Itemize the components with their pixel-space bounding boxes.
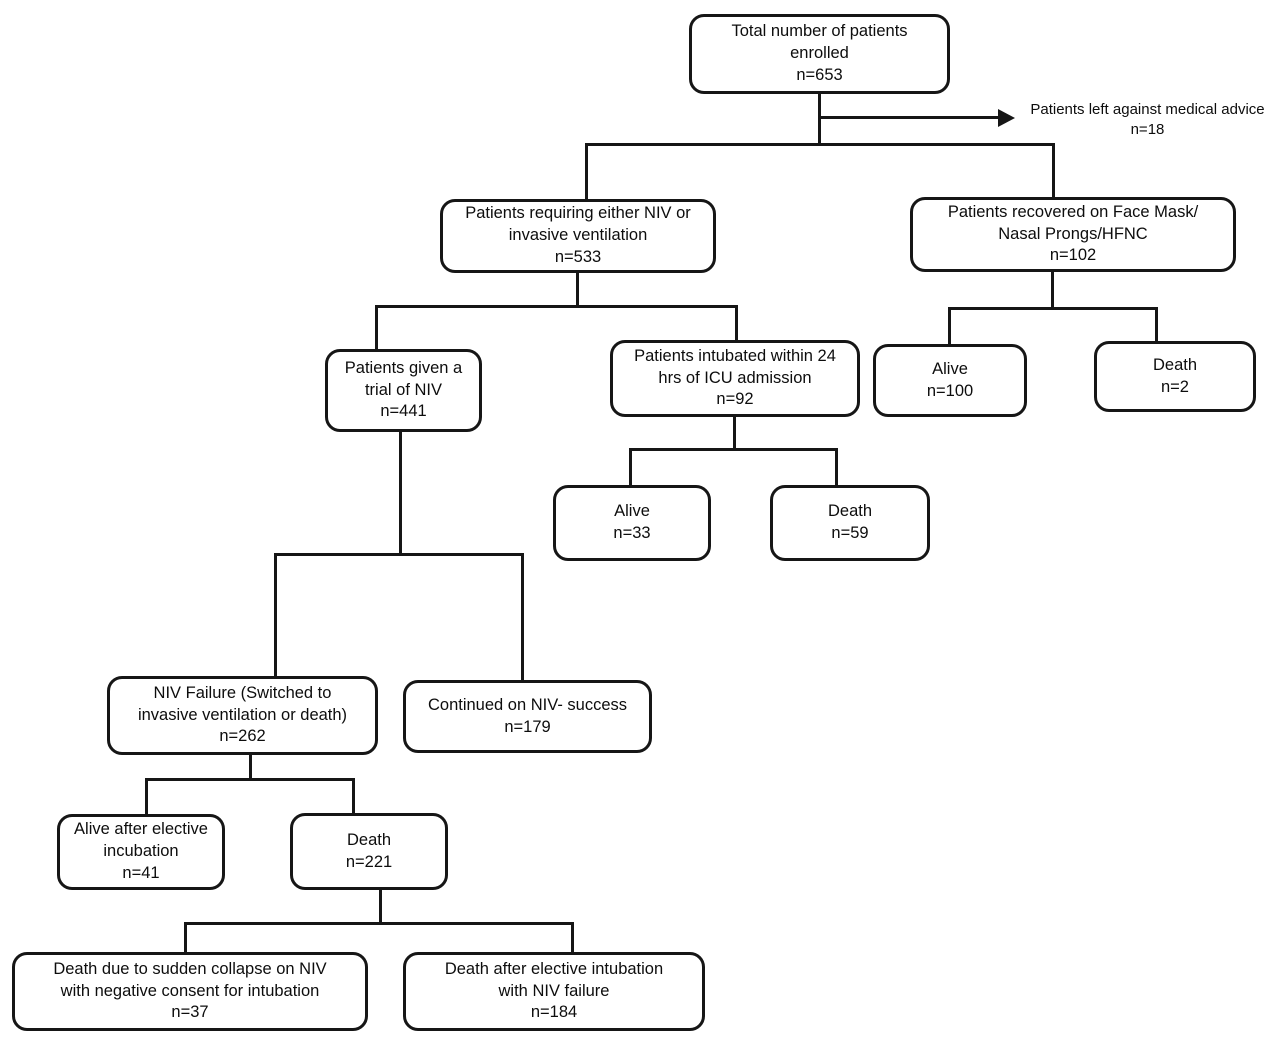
node-intubated-alive: Alive n=33 — [553, 485, 711, 561]
node-niv-failure-count: n=262 — [219, 727, 266, 746]
node-facemask-death-label: Death — [1152, 355, 1198, 374]
node-intubated-alive-label: Alive — [614, 502, 650, 521]
node-requiring-niv: Patients requiring either NIV or invasiv… — [440, 199, 716, 273]
connector-split2-left-drop — [375, 308, 378, 349]
connector-split4-right-drop — [835, 451, 838, 485]
connector-requiring-down — [576, 273, 579, 307]
node-niv-trial: Patients given a trial of NIV n=441 — [325, 349, 482, 432]
node-niv-trial-label: Patients given a trial of NIV — [344, 358, 463, 399]
node-niv-success-count: n=179 — [504, 717, 551, 736]
node-intubated-alive-count: n=33 — [613, 524, 651, 542]
node-niv-success: Continued on NIV- success n=179 — [403, 680, 652, 753]
arrowhead-icon — [998, 109, 1015, 127]
connector-nivfailure-down — [249, 755, 252, 780]
connector-split7-horizontal — [184, 922, 574, 925]
connector-split5-right-drop — [521, 556, 524, 680]
node-death-collapse-label: Death due to sudden collapse on NIV with… — [53, 959, 327, 1000]
connector-split3-left-drop — [948, 310, 951, 344]
node-niv-trial-count: n=441 — [380, 402, 427, 421]
node-niv-success-label: Continued on NIV- success — [427, 695, 628, 714]
node-alive-elective: Alive after elective incubation n=41 — [57, 814, 225, 890]
connector-split7-left-drop — [184, 925, 187, 952]
node-facemask-death: Death n=2 — [1094, 341, 1256, 412]
connector-recovered-down — [1051, 272, 1054, 309]
node-death-after-niv-label: Death — [346, 830, 392, 849]
node-niv-failure: NIV Failure (Switched to invasive ventil… — [107, 676, 378, 755]
connector-split6-right-drop — [352, 781, 355, 813]
node-intubated-24h-label: Patients intubated within 24 hrs of ICU … — [634, 346, 836, 387]
node-recovered-facemask-label: Patients recovered on Face Mask/ Nasal P… — [947, 202, 1199, 243]
connector-split4-horizontal — [629, 448, 838, 451]
connector-split1-horizontal — [585, 143, 1055, 146]
connector-ama-arrow-line — [820, 116, 1000, 119]
node-alive-elective-count: n=41 — [122, 863, 160, 882]
connector-split2-horizontal — [375, 305, 738, 308]
node-facemask-alive-count: n=100 — [926, 381, 974, 400]
node-death-elective-label: Death after elective intubation with NIV… — [444, 959, 664, 1000]
connector-split5-left-drop — [274, 556, 277, 676]
note-ama-count: n=18 — [1130, 120, 1165, 138]
node-intubated-death-count: n=59 — [831, 524, 869, 542]
connector-split1-right-drop — [1052, 146, 1055, 197]
connector-death221-down — [379, 890, 382, 924]
node-facemask-alive: Alive n=100 — [873, 344, 1027, 417]
node-alive-elective-label: Alive after elective incubation — [74, 820, 208, 861]
node-intubated-death-label: Death — [827, 502, 873, 521]
node-death-collapse-count: n=37 — [171, 1003, 209, 1022]
node-intubated-death: Death n=59 — [770, 485, 930, 561]
connector-intubated-down — [733, 417, 736, 450]
node-niv-failure-label: NIV Failure (Switched to invasive ventil… — [137, 683, 348, 724]
connector-split6-horizontal — [145, 778, 355, 781]
connector-total-down — [818, 94, 821, 146]
connector-split4-left-drop — [629, 451, 632, 485]
node-requiring-niv-label: Patients requiring either NIV or invasiv… — [465, 204, 691, 245]
node-death-elective: Death after elective intubation with NIV… — [403, 952, 705, 1031]
connector-split6-left-drop — [145, 781, 148, 814]
node-death-after-niv: Death n=221 — [290, 813, 448, 890]
connector-split3-horizontal — [948, 307, 1158, 310]
node-facemask-alive-label: Alive — [932, 359, 968, 378]
connector-split1-left-drop — [585, 146, 588, 199]
connector-split3-right-drop — [1155, 310, 1158, 341]
note-ama-label: Patients left against medical advice — [1030, 101, 1265, 118]
node-death-elective-count: n=184 — [530, 1003, 578, 1022]
node-total-enrolled-count: n=653 — [796, 65, 843, 84]
node-requiring-niv-count: n=533 — [554, 247, 602, 266]
node-total-enrolled: Total number of patients enrolled n=653 — [689, 14, 950, 94]
connector-split2-right-drop — [735, 308, 738, 340]
node-total-enrolled-label: Total number of patients enrolled — [731, 22, 908, 63]
node-recovered-facemask: Patients recovered on Face Mask/ Nasal P… — [910, 197, 1236, 272]
node-intubated-24h: Patients intubated within 24 hrs of ICU … — [610, 340, 860, 417]
connector-nivtrial-down — [399, 432, 402, 555]
node-recovered-facemask-count: n=102 — [1049, 246, 1097, 265]
node-facemask-death-count: n=2 — [1161, 377, 1189, 396]
node-death-collapse: Death due to sudden collapse on NIV with… — [12, 952, 368, 1031]
node-death-after-niv-count: n=221 — [345, 852, 393, 871]
node-intubated-24h-count: n=92 — [716, 390, 754, 409]
connector-split7-right-drop — [571, 925, 574, 952]
connector-split5-horizontal — [274, 553, 524, 556]
note-left-against-medical-advice: Patients left against medical advice n=1… — [1015, 100, 1280, 139]
